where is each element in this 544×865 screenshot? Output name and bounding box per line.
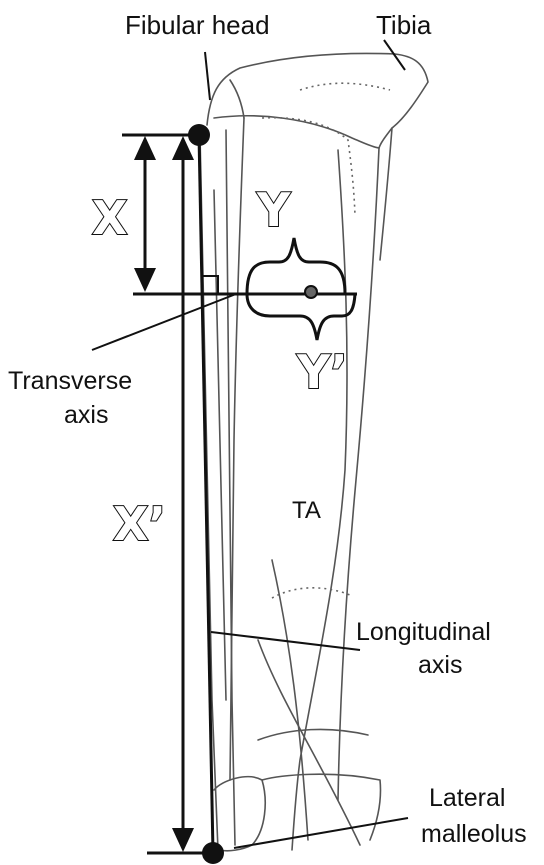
x-arrow-head-bottom xyxy=(134,268,156,292)
longitudinal-axis-line xyxy=(199,135,213,853)
x-measurement-label: X xyxy=(92,191,127,245)
lateral-malleolus-label-line2: malleolus xyxy=(421,820,527,848)
fibular-head-landmark-dot xyxy=(188,124,210,146)
tibia-condyle-edge xyxy=(230,80,244,118)
y-prime-measurement-label: Y’ xyxy=(296,345,348,399)
lateral-malleolus-landmark-dot xyxy=(202,842,224,864)
tibia-anterior-crest-inner xyxy=(380,128,392,260)
longitudinal-axis-leader xyxy=(211,632,360,650)
longitudinal-axis-label-line1: Longitudinal xyxy=(356,618,491,646)
lateral-malleolus-label-line1: Lateral xyxy=(429,784,505,812)
distal-crossing-line-2 xyxy=(272,560,308,840)
x-arrow-head-top xyxy=(134,136,156,160)
y-measurement-label: Y xyxy=(256,183,291,237)
fibular-head-label: Fibular head xyxy=(125,10,270,40)
lateral-malleolus-outline xyxy=(214,777,265,851)
leg-bones-drawing xyxy=(200,53,428,850)
dotted-outline-upper-inner xyxy=(300,83,390,90)
dotted-outline-distal xyxy=(272,588,350,598)
longitudinal-axis-label-line2: axis xyxy=(418,651,462,679)
muscle-label: TA xyxy=(292,497,321,524)
y-brace xyxy=(247,238,345,294)
transverse-axis-label-line1: Transverse xyxy=(8,367,132,395)
distal-crossing-line-1 xyxy=(258,640,360,845)
dotted-outlines xyxy=(262,83,390,598)
x-prime-measurement-label: X’ xyxy=(113,497,166,551)
transverse-axis-label-line2: axis xyxy=(64,401,108,429)
transverse-axis-center-dot xyxy=(305,286,317,298)
fibular-head-leader xyxy=(205,52,210,100)
measurement-lines xyxy=(92,40,408,853)
distal-tibia-outline xyxy=(262,774,381,840)
talus-outline xyxy=(258,729,368,740)
arrow-heads xyxy=(134,136,194,852)
transverse-axis-leader xyxy=(92,294,236,350)
tibia-label: Tibia xyxy=(376,10,432,40)
fibula-shaft-middle xyxy=(214,190,226,700)
y-prime-brace xyxy=(247,294,355,340)
tibia-plateau-line xyxy=(214,116,379,148)
x-prime-arrow-head-bottom xyxy=(172,828,194,852)
